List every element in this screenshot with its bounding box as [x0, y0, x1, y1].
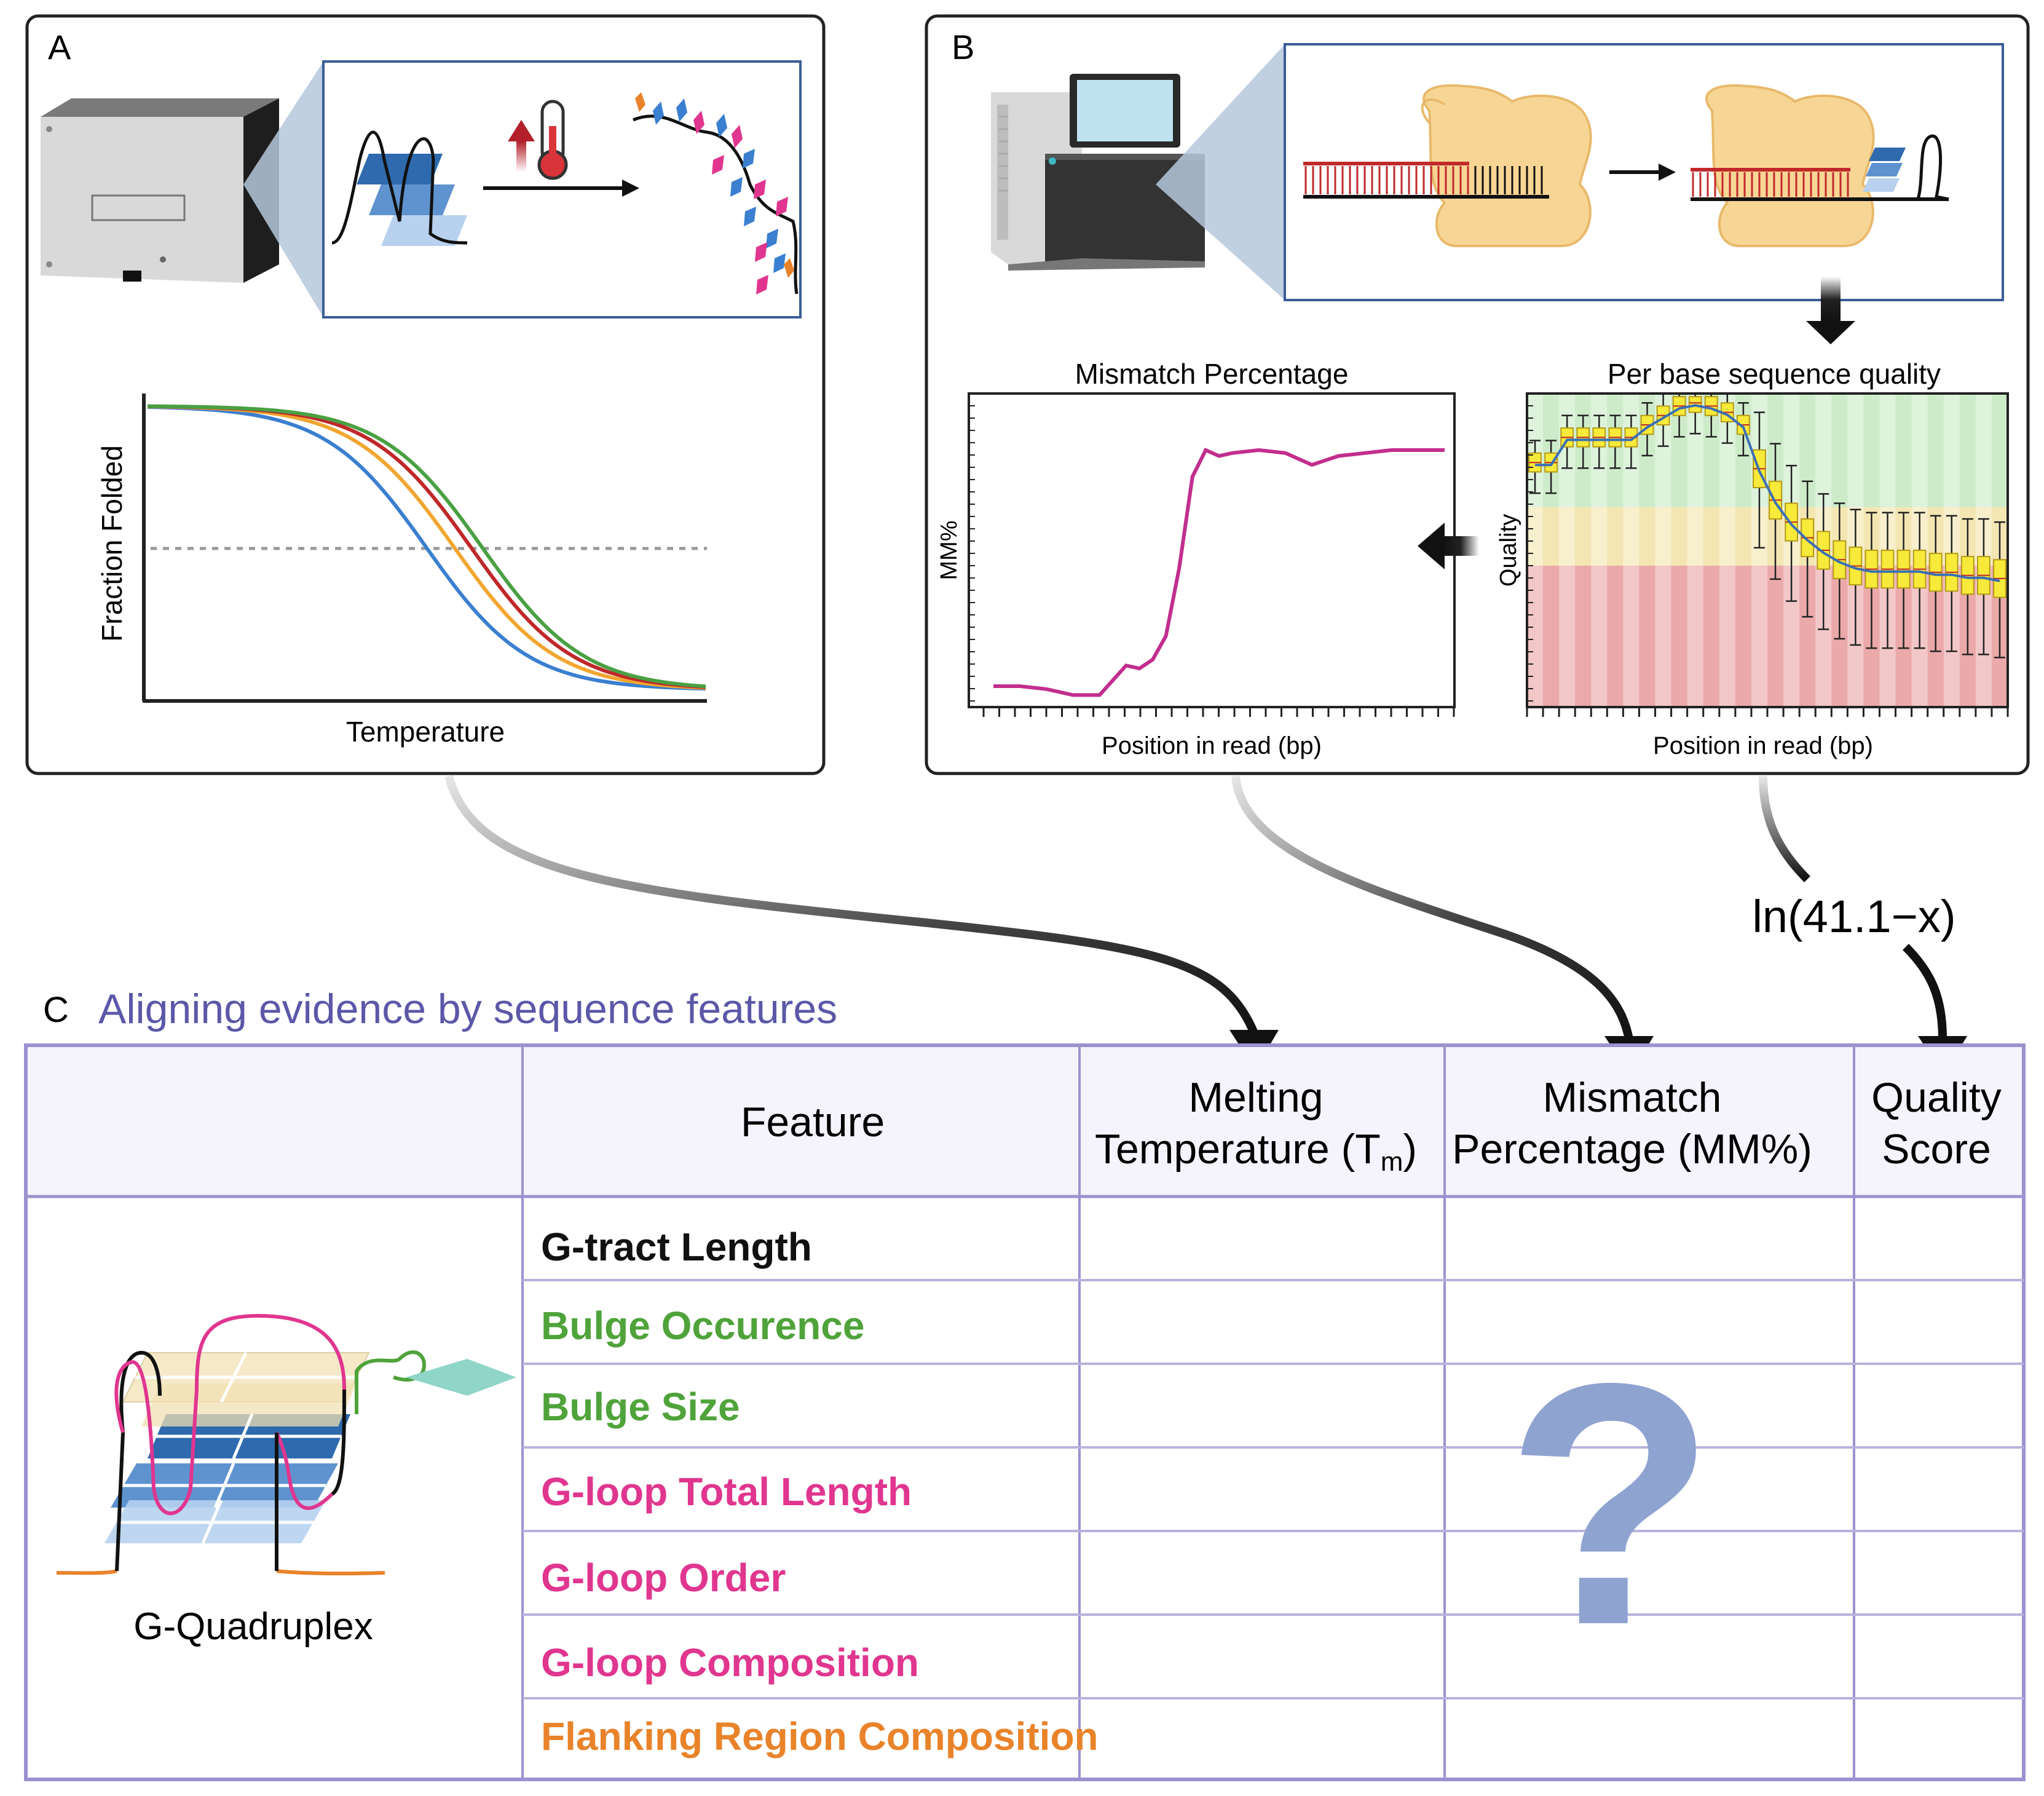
transform-label: ln(41.1−x)	[1752, 891, 1955, 942]
polymerase-after-icon	[1705, 84, 1875, 247]
panel-b: B	[925, 14, 2030, 775]
mismatch-chart-title: Mismatch Percentage	[1075, 358, 1349, 390]
melting-curve-4	[147, 404, 706, 689]
header-melting-suffix: )	[1403, 1126, 1417, 1173]
header-quality-line1: Quality	[1871, 1074, 2002, 1121]
thermometer-icon	[508, 100, 568, 180]
header-melting-line2: Temperature (Tm)	[1095, 1126, 1417, 1177]
feature-label-1: G-tract Length	[541, 1225, 812, 1269]
feature-label-4: G-loop Total Length	[541, 1470, 912, 1514]
mismatch-x-label: Position in read (bp)	[1102, 732, 1322, 759]
melting-y-label: Fraction Folded	[96, 445, 128, 642]
folded-quadruplex-icon	[331, 130, 468, 246]
feature-label-6: G-loop Composition	[541, 1640, 919, 1685]
dna-template-after	[1691, 134, 1949, 201]
quality-connector-top	[1759, 775, 1810, 882]
mismatch-y-label: MM%	[936, 520, 962, 580]
mismatch-chart: MM% Position in read (bp)	[936, 392, 1456, 759]
mismatch-line	[993, 448, 1445, 697]
mismatch-plot-frame	[968, 392, 1456, 708]
panel-a: A	[25, 14, 826, 775]
feature-label-7: Flanking Region Composition	[541, 1714, 1099, 1758]
feature-label-5: G-loop Order	[541, 1556, 786, 1600]
quality-x-label: Position in read (bp)	[1653, 732, 1873, 759]
tm-connector	[444, 775, 1258, 1035]
unknown-relationship-mark: ?	[1505, 1311, 1716, 1696]
quality-y-label: Quality	[1496, 514, 1521, 587]
quality-chart-title: Per base sequence quality	[1608, 358, 1941, 390]
zoom-cone-b	[1156, 44, 1285, 300]
feature-label-3: Bulge Size	[541, 1385, 740, 1429]
g-quadruplex-label: G-Quadruplex	[133, 1605, 373, 1648]
header-mismatch-line2: Percentage (MM%)	[1452, 1126, 1812, 1173]
polymerase-before-icon	[1421, 84, 1592, 247]
quality-connector-bottom	[1903, 944, 1947, 1040]
left-arrow-b	[1418, 523, 1479, 569]
melting-x-label: Temperature	[346, 716, 505, 748]
header-melting-subscript: m	[1381, 1147, 1403, 1177]
quality-stripe	[1687, 394, 1703, 707]
feature-label-2: Bulge Occurence	[541, 1303, 864, 1348]
panel-c-title: Aligning evidence by sequence features	[98, 986, 837, 1032]
melting-curve-chart: Fraction Folded Temperature	[96, 394, 707, 748]
unfolded-strand-icon	[633, 92, 799, 295]
panel-c: C Aligning evidence by sequence features…	[24, 986, 2026, 1781]
melting-curve-1	[147, 405, 706, 691]
zoom-cone-a	[243, 61, 323, 317]
spectrometer-icon	[41, 98, 279, 283]
quality-mean-line	[1535, 404, 2000, 582]
panel-a-letter: A	[48, 28, 71, 66]
heat-arrow	[483, 180, 639, 197]
quality-chart: Quality Position in read (bp)	[1496, 392, 2009, 759]
dna-template-before	[1303, 162, 1549, 199]
header-mismatch-line1: Mismatch	[1543, 1074, 1722, 1121]
g-quadruplex-icon	[56, 1313, 516, 1576]
panel-b-letter: B	[952, 28, 974, 66]
header-melting-prefix: Temperature (T	[1095, 1126, 1381, 1173]
panel-c-letter: C	[43, 990, 69, 1030]
quality-stripe	[1719, 394, 1735, 707]
mm-connector	[1231, 775, 1633, 1040]
header-quality-line2: Score	[1882, 1126, 1991, 1173]
table-frame	[24, 1043, 2026, 1781]
transition-arrow-b	[1609, 164, 1676, 181]
bulge-base-icon	[406, 1359, 516, 1396]
down-arrow-b	[1806, 277, 1855, 344]
header-feature: Feature	[741, 1099, 885, 1145]
header-melting-line1: Melting	[1188, 1074, 1323, 1121]
table-header-bg	[26, 1045, 2024, 1197]
